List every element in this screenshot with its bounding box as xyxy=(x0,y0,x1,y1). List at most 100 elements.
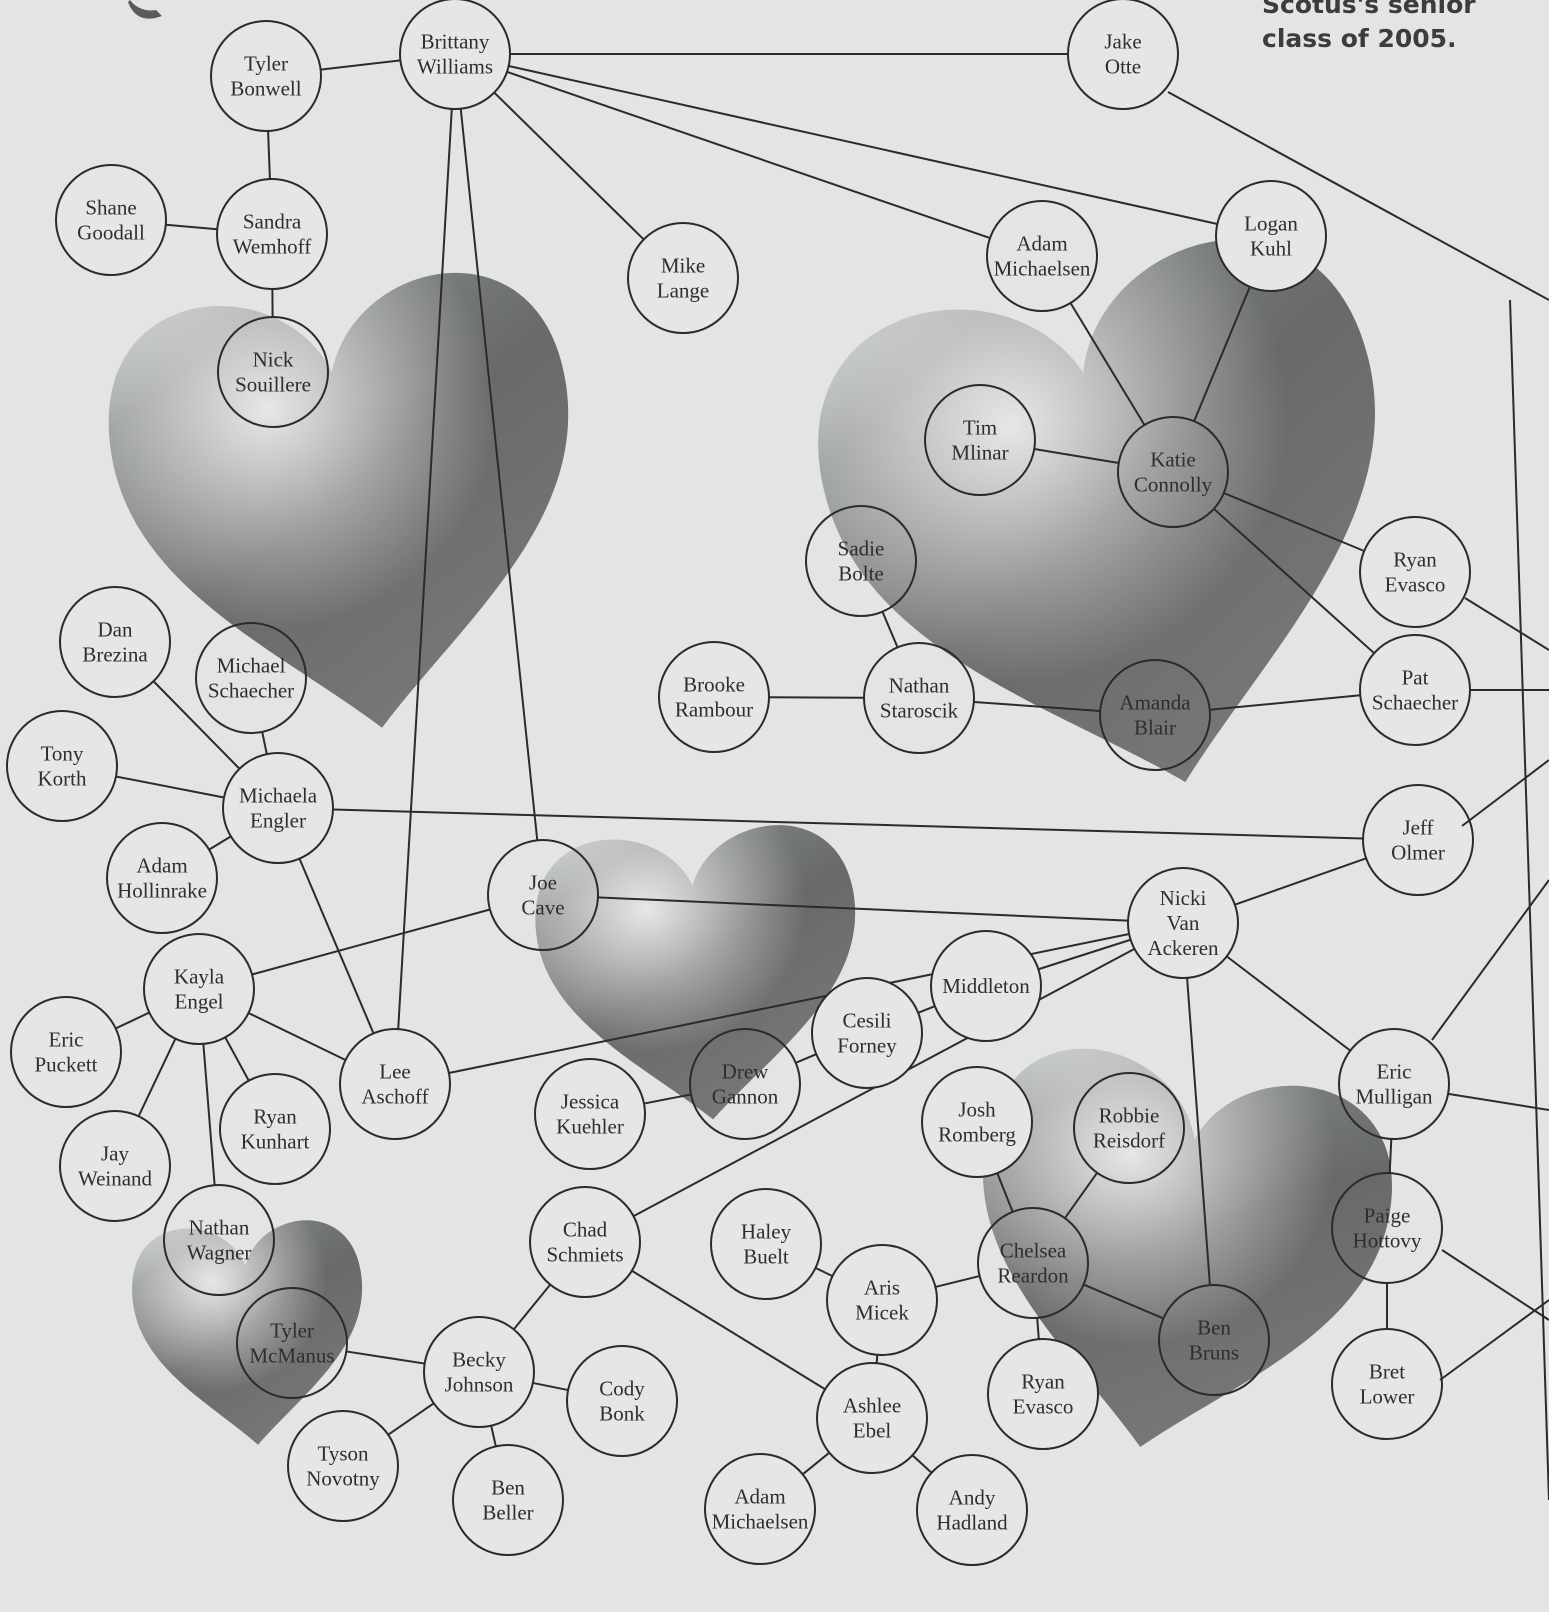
node-michael-schaecher: MichaelSchaecher xyxy=(196,623,306,733)
node-label: Hollinrake xyxy=(117,879,207,903)
offpage-line xyxy=(1440,1300,1549,1380)
node-label: Weinand xyxy=(78,1167,153,1191)
edge-kayla_engel-eric_puckett xyxy=(116,1013,150,1029)
node-label: Evasco xyxy=(1385,573,1446,597)
node-label: Tyson xyxy=(317,1442,369,1466)
node-label: Adam xyxy=(136,854,187,878)
node-label: Jeff xyxy=(1402,816,1433,840)
offpage-line xyxy=(1465,598,1549,650)
node-label: Kuehler xyxy=(556,1115,624,1139)
node-label: Ashlee xyxy=(843,1394,901,1418)
node-tony-korth: TonyKorth xyxy=(7,711,117,821)
node-label: Michaela xyxy=(239,784,318,808)
node-label: Sandra xyxy=(243,210,302,234)
node-label: Lee xyxy=(379,1060,410,1084)
node-ben-bruns: BenBruns xyxy=(1159,1285,1269,1395)
node-label: Romberg xyxy=(938,1123,1016,1147)
edge-chelsea_reardon-ryan_evasco_2 xyxy=(1037,1318,1039,1339)
edge-tyler_bonwell-brittany_williams xyxy=(321,60,401,69)
node-label: Kuhl xyxy=(1250,237,1292,261)
edge-nicki_van_ackeren-eric_mulligan xyxy=(1227,956,1351,1050)
node-label: Mike xyxy=(661,254,705,278)
edge-tyler_bonwell-sandra_wemhoff xyxy=(268,131,270,179)
node-label: Schmiets xyxy=(547,1243,624,1267)
node-label: Reisdorf xyxy=(1093,1129,1165,1153)
node-label: Novotny xyxy=(306,1467,380,1491)
node-label: Jessica xyxy=(561,1090,620,1114)
edge-middleton-cesili_forney xyxy=(918,1006,935,1013)
node-adam-hollinrake: AdamHollinrake xyxy=(107,823,217,933)
node-label: Evasco xyxy=(1013,1395,1074,1419)
node-label: Cave xyxy=(521,896,564,920)
node-label: Aschoff xyxy=(361,1085,428,1109)
node-label: Amanda xyxy=(1119,691,1191,715)
node-cesili-forney: CesiliForney xyxy=(812,978,922,1088)
edge-brittany_williams-mike_lange xyxy=(494,93,644,240)
edge-sadie_bolte-nathan_staroscik xyxy=(882,612,897,648)
node-andy-hadland: AndyHadland xyxy=(917,1455,1027,1565)
node-label: Shane xyxy=(85,196,136,220)
offpage-line xyxy=(1510,300,1549,1500)
node-label: Van xyxy=(1167,911,1200,935)
edge-tyler_mcmanus-becky_johnson xyxy=(346,1351,424,1363)
node-label: Michaelsen xyxy=(994,257,1091,281)
edge-eric_mulligan-paige_hottovy xyxy=(1390,1139,1392,1173)
edge-michaela_engler-lee_aschoff xyxy=(299,859,373,1034)
node-label: Connolly xyxy=(1134,473,1213,497)
caption-line-1: Scotus's senior xyxy=(1262,0,1476,22)
node-label: Buelt xyxy=(743,1245,789,1269)
node-ryan-kunhart: RyanKunhart xyxy=(220,1074,330,1184)
node-label: Korth xyxy=(38,767,87,791)
node-label: Mulligan xyxy=(1356,1085,1433,1109)
node-label: Paige xyxy=(1364,1204,1411,1228)
node-label: Tim xyxy=(963,416,997,440)
node-label: Reardon xyxy=(997,1264,1069,1288)
node-label: Ackeren xyxy=(1147,936,1219,960)
edge-michaela_engler-jeff_olmer xyxy=(333,810,1363,839)
caption: Scotus's senior class of 2005. xyxy=(1262,2,1476,56)
node-label: Wemhoff xyxy=(233,235,311,259)
node-label: Josh xyxy=(958,1098,996,1122)
node-label: Bonk xyxy=(599,1402,645,1426)
node-label: Becky xyxy=(452,1348,506,1372)
node-label: Souillere xyxy=(235,373,311,397)
node-label: Otte xyxy=(1105,55,1141,79)
node-label: Williams xyxy=(417,55,493,79)
node-label: Ben xyxy=(1197,1316,1231,1340)
node-katie-connolly: KatieConnolly xyxy=(1118,417,1228,527)
node-label: Johnson xyxy=(445,1373,514,1397)
edge-middleton-nicki_van_ackeren xyxy=(1038,940,1130,969)
node-ryan-evasco-2: RyanEvasco xyxy=(988,1339,1098,1449)
node-label: Staroscik xyxy=(880,699,959,723)
node-label: Brittany xyxy=(421,30,490,54)
node-label: Michael xyxy=(217,654,286,678)
node-label: Sadie xyxy=(838,537,885,561)
node-label: Brezina xyxy=(82,643,148,667)
edge-kayla_engel-lee_aschoff xyxy=(248,1013,345,1060)
node-lee-aschoff: LeeAschoff xyxy=(340,1029,450,1139)
node-label: Middleton xyxy=(942,974,1030,998)
node-label: Engel xyxy=(175,990,224,1014)
node-label: Mlinar xyxy=(951,441,1008,465)
node-label: Logan xyxy=(1244,212,1298,236)
node-label: Jay xyxy=(101,1142,129,1166)
node-label: Ebel xyxy=(853,1419,892,1443)
edge-becky_johnson-ben_beller xyxy=(491,1426,496,1447)
node-label: Micek xyxy=(855,1301,909,1325)
node-becky-johnson: BeckyJohnson xyxy=(424,1317,534,1427)
edge-chad_schmiets-becky_johnson xyxy=(514,1285,550,1330)
edge-haley_buelt-aris_micek xyxy=(816,1268,833,1276)
node-label: Lange xyxy=(657,279,709,303)
